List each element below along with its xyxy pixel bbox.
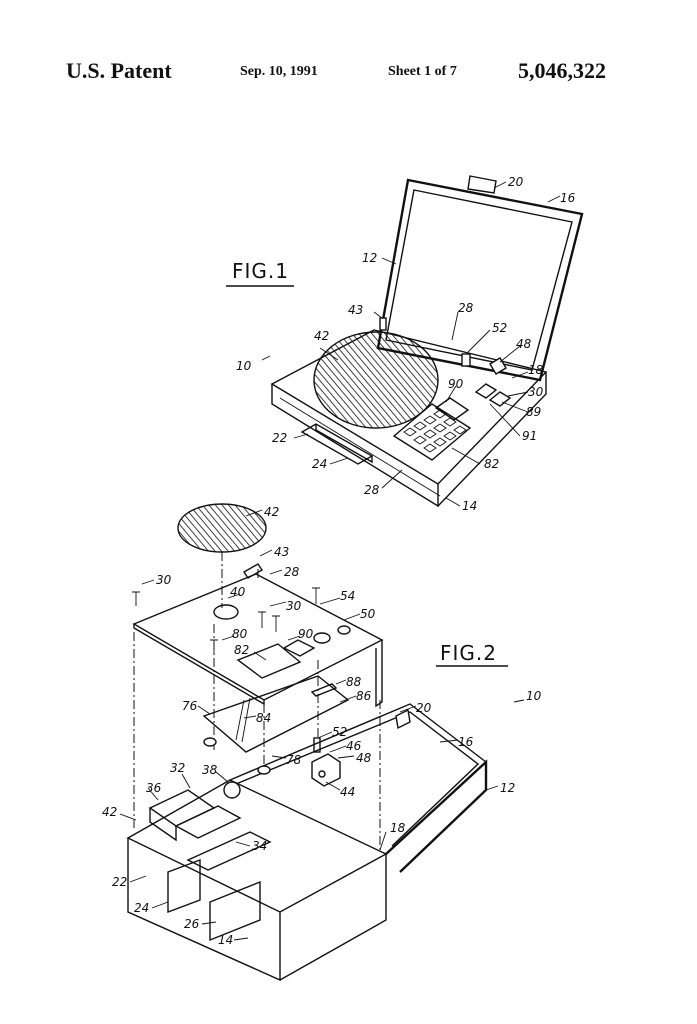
- fig1-ref-16: 16: [560, 191, 576, 205]
- fig1-ref-48: 48: [516, 337, 532, 351]
- fig2-ref-76: 76: [182, 699, 198, 713]
- fig2-ref-38: 38: [202, 763, 218, 777]
- fig2-ref-50: 50: [360, 607, 376, 621]
- fig1-ref-14: 14: [462, 499, 477, 513]
- fig2-ref-88: 88: [346, 675, 362, 689]
- fig1-ref-30: 30: [528, 385, 544, 399]
- fig1-ref-22: 22: [272, 431, 287, 445]
- sheet-number: Sheet 1 of 7: [388, 64, 457, 79]
- fig2-ref-54: 54: [340, 589, 355, 603]
- fig2-ref-80: 80: [232, 627, 248, 641]
- fig1-label: FIG.1: [232, 259, 289, 283]
- fig1-ref-10: 10: [236, 359, 252, 373]
- fig1-ref-24: 24: [312, 457, 327, 471]
- fig1-ref-12: 12: [362, 251, 377, 265]
- fig1-ref-82: 82: [484, 457, 499, 471]
- fig2-ref-36: 36: [146, 781, 162, 795]
- fig1-ref-43: 43: [348, 303, 363, 317]
- fig1-ref-52: 52: [492, 321, 507, 335]
- fig2-ref-46: 46: [346, 739, 362, 753]
- fig1-ref-18: 18: [528, 363, 544, 377]
- fig1-ref-42: 42: [314, 329, 329, 343]
- fig2-ref-44: 44: [340, 785, 355, 799]
- fig1-reference-numerals: 20 16 12 43 28 52 48 42 10 18 90 30 89 9…: [236, 175, 576, 513]
- fig2-ref-82: 82: [234, 643, 249, 657]
- fig2-ref-78: 78: [286, 753, 302, 767]
- patent-number: 5,046,322: [518, 58, 606, 83]
- fig1-ref-20: 20: [508, 175, 524, 189]
- fig2-ref-42-disc: 42: [264, 505, 279, 519]
- fig1-ref-91: 91: [522, 429, 537, 443]
- fig2-ref-12: 12: [500, 781, 515, 795]
- fig2-ref-52: 52: [332, 725, 347, 739]
- fig2-ref-30-left: 30: [156, 573, 172, 587]
- fig2-ref-43: 43: [274, 545, 289, 559]
- fig2-drawing: [119, 503, 525, 982]
- patent-title: U.S. Patent: [66, 58, 172, 83]
- fig2-ref-40: 40: [230, 585, 246, 599]
- fig2-ref-10: 10: [526, 689, 542, 703]
- fig1-drawing: [261, 175, 584, 508]
- fig2-ref-22: 22: [112, 875, 127, 889]
- fig1-ref-89: 89: [526, 405, 541, 419]
- fig2-ref-42-base: 42: [102, 805, 117, 819]
- fig1-ref-28-top: 28: [458, 301, 474, 315]
- fig2-ref-84: 84: [256, 711, 271, 725]
- fig2-label: FIG.2: [440, 641, 497, 665]
- fig2-reference-numerals: 42 43 28 30 40 30 54 50 80 90 82 88 86 1…: [102, 505, 542, 947]
- fig2-ref-30-mid: 30: [286, 599, 302, 613]
- fig2-ref-20: 20: [416, 701, 432, 715]
- fig2-ref-14: 14: [218, 933, 233, 947]
- fig2-ref-28: 28: [284, 565, 300, 579]
- fig2-ref-18: 18: [390, 821, 406, 835]
- fig2-ref-86: 86: [356, 689, 372, 703]
- fig2-ref-24: 24: [134, 901, 149, 915]
- fig1-ref-90: 90: [448, 377, 464, 391]
- fig2-ref-32: 32: [170, 761, 185, 775]
- fig2-ref-90: 90: [298, 627, 314, 641]
- fig2-ref-26: 26: [184, 917, 200, 931]
- fig1-ref-28-bottom: 28: [364, 483, 380, 497]
- patent-date: Sep. 10, 1991: [240, 64, 318, 79]
- fig2-ref-16: 16: [458, 735, 474, 749]
- fig2-ref-34: 34: [252, 839, 267, 853]
- fig2-ref-48: 48: [356, 751, 372, 765]
